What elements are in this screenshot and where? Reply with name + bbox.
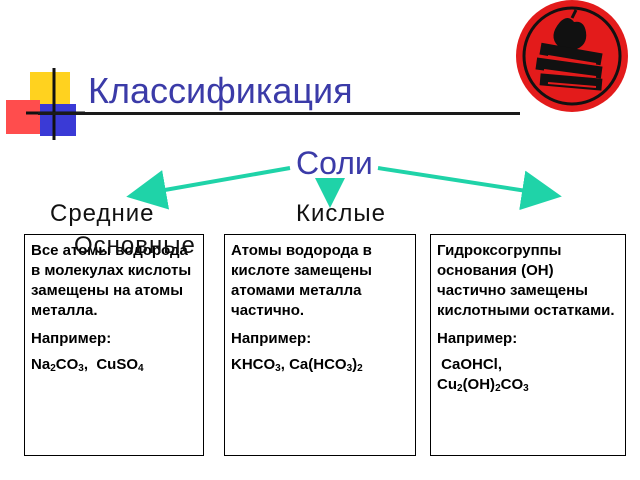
box-medium-salts: Все атомы водорода в молекулах кислоты з… (24, 234, 204, 456)
box-basic-salts: Гидроксогруппы основания (OH) частично з… (430, 234, 626, 456)
basic-description: Гидроксогруппы основания (OH) частично з… (437, 242, 615, 319)
basic-example-label: Например: (437, 330, 518, 347)
medium-example-formulas: Na2CO3, CuSO4 (31, 356, 144, 374)
label-basic-salts: Основные (74, 232, 196, 259)
arrow-left (126, 166, 291, 210)
label-acid-salts: Кислые (296, 200, 386, 227)
salts-heading: Соли (296, 145, 373, 181)
medium-description: Все атомы водорода в молекулах кислоты з… (31, 242, 192, 319)
acid-example-formulas: KHCO3, Ca(HCO3)2 (231, 356, 363, 374)
label-medium-salts: Средние (50, 200, 155, 227)
colored-squares-decoration (6, 68, 85, 140)
medium-example-label: Например: (31, 330, 112, 347)
page-title: Классификация (88, 70, 353, 111)
box-acid-salts: Атомы водорода в кислоте замещены атомам… (224, 234, 416, 456)
title-divider (38, 112, 520, 115)
arrow-right (377, 166, 562, 211)
acid-example-label: Например: (231, 330, 312, 347)
acid-description: Атомы водорода в кислоте замещены атомам… (231, 242, 372, 319)
basic-example-formulas: CaOHCl, Cu2(OH)2CO3 (437, 356, 529, 394)
branch-arrows (126, 166, 562, 211)
